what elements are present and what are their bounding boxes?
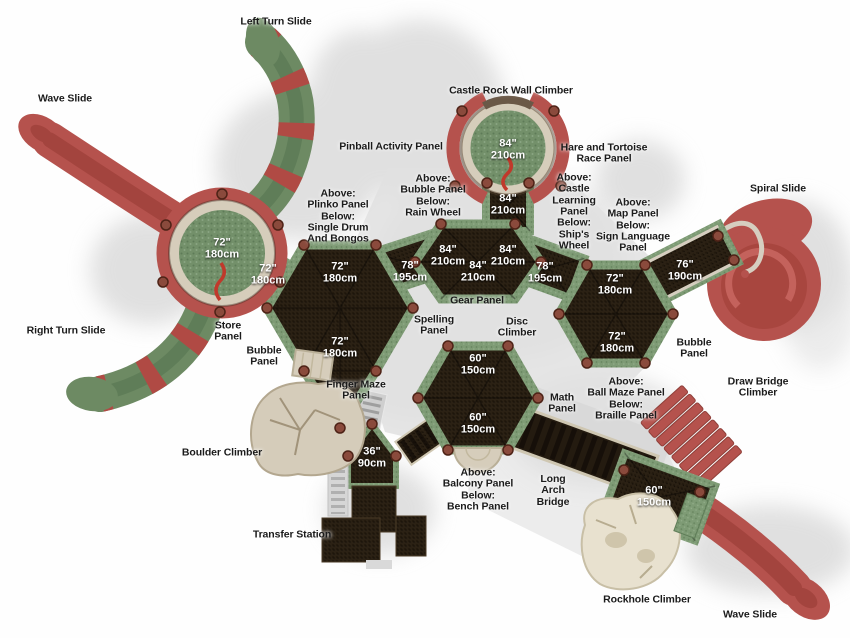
label-draw-bridge-climber: Draw Bridge Climber (727, 375, 789, 399)
measurement-hex-84-right: 84" 210cm (490, 243, 526, 268)
label-castle-rock-wall-climber: Castle Rock Wall Climber (449, 84, 573, 97)
label-finger-maze-panel: Finger Maze Panel (326, 378, 386, 402)
measurement-castle-circle: 84" 210cm (490, 137, 526, 162)
label-wave-slide-bottom: Wave Slide (722, 608, 778, 621)
measurement-castle-bridge: 84" 210cm (490, 192, 526, 217)
posts-layer (157, 105, 740, 498)
label-map-sign-language: Above: Map Panel Below: Sign Language Pa… (596, 196, 670, 254)
label-castle-learning-panel: Above: Castle Learning Panel Below: Ship… (552, 171, 596, 252)
measurement-hex-60-bottom: 60" 150cm (460, 411, 496, 436)
left-turn-slide-graphic (234, 17, 315, 232)
label-balcony-bench: Above: Balcony Panel Below: Bench Panel (442, 466, 514, 513)
label-left-turn-slide: Left Turn Slide (240, 15, 312, 28)
left-hex-cluster (261, 240, 419, 437)
label-rockhole-climber: Rockhole Climber (603, 593, 691, 606)
wave-slide-top-graphic (18, 113, 214, 252)
label-boulder-climber: Boulder Climber (181, 446, 263, 459)
measurement-hex-60-top: 60" 150cm (460, 352, 496, 377)
transfer-station-graphic (321, 419, 427, 569)
label-bubble-panel-left: Bubble Panel (246, 344, 282, 368)
label-store-panel: Store Panel (214, 319, 242, 343)
measurement-ramp-78-left: 78" 195cm (392, 259, 428, 284)
label-hare-tortoise-race-panel: Hare and Tortoise Race Panel (560, 141, 648, 165)
label-ball-maze-braille: Above: Ball Maze Panel Below: Braille Pa… (587, 375, 665, 422)
measurement-left-bridge: 72" 180cm (250, 262, 286, 287)
label-wave-slide-top: Wave Slide (37, 92, 93, 105)
measurement-left-circle: 72" 180cm (204, 236, 240, 261)
label-plinko-panel: Above: Plinko Panel Below: Single Drum A… (307, 187, 369, 245)
measurement-hex-right-top: 72" 180cm (597, 272, 633, 297)
measurement-deck-60: 60" 150cm (636, 484, 672, 509)
measurement-hex-84-center: 84" 210cm (460, 259, 496, 284)
measurement-deck-36: 36" 90cm (357, 445, 387, 470)
label-right-turn-slide: Right Turn Slide (26, 324, 106, 337)
measurement-ramp-78-right: 78" 195cm (527, 260, 563, 285)
label-bubble-panel-right: Bubble Panel (676, 336, 712, 360)
label-math-panel: Math Panel (548, 391, 576, 415)
balcony (452, 447, 504, 473)
label-spelling-panel: Spelling Panel (413, 313, 455, 337)
boulder-rock (250, 381, 366, 477)
measurement-hex-right-bottom: 72" 180cm (599, 330, 635, 355)
castle-circle-deck (446, 92, 570, 204)
measurement-ramp-76: 76" 190cm (667, 258, 703, 283)
label-gear-panel: Gear Panel (450, 294, 504, 307)
right-turn-slide-graphic (66, 286, 224, 412)
label-spiral-slide: Spiral Slide (750, 182, 806, 195)
label-long-arch-bridge: Long Arch Bridge (536, 473, 570, 508)
rockhole-rock (580, 492, 681, 591)
label-transfer-station: Transfer Station (252, 528, 332, 541)
measurement-hex-left-top: 72" 180cm (322, 260, 358, 285)
measurement-hex-left-bottom: 72" 180cm (322, 335, 358, 360)
label-pinball-activity-panel: Pinball Activity Panel (339, 140, 443, 153)
label-disc-climber: Disc Climber (497, 315, 537, 339)
label-bubble-rain-wheel: Above: Bubble Panel Below: Rain Wheel (400, 172, 466, 219)
measurement-hex-84-left: 84" 210cm (430, 243, 466, 268)
draw-bridge-graphic (640, 385, 742, 490)
